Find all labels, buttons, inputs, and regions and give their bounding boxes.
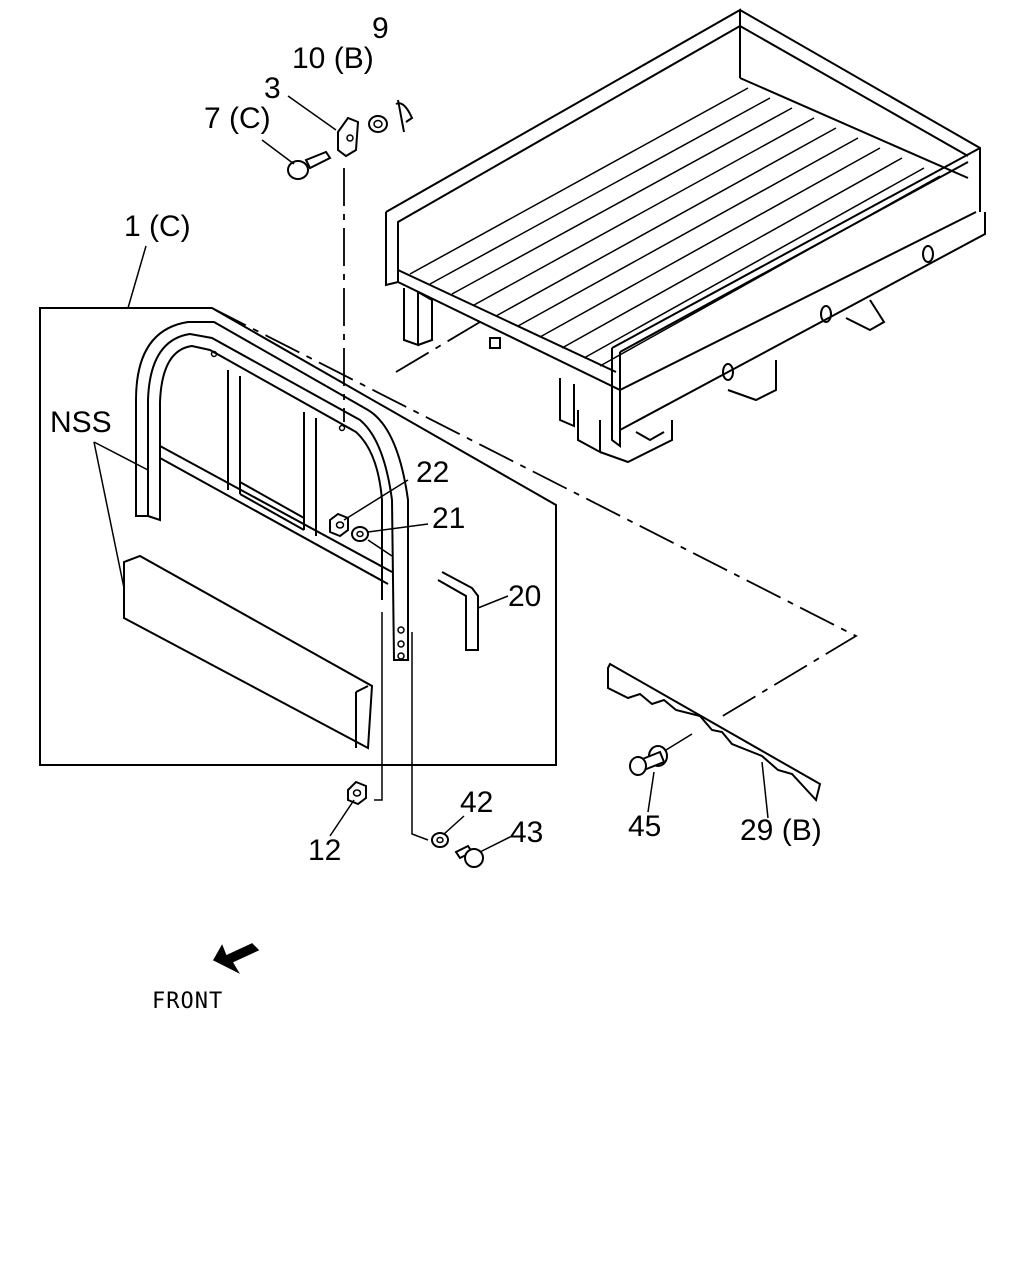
label-part-22: 22: [416, 456, 449, 489]
plate-29b: [607, 662, 822, 803]
front-arrow-icon: [212, 943, 260, 974]
assembly-group-outline: [39, 307, 557, 766]
nut-22: [329, 512, 349, 538]
label-part-9: 9: [372, 12, 389, 45]
label-part-1c: 1 (C): [124, 210, 191, 243]
nut-10b: [368, 115, 388, 133]
label-part-3: 3: [264, 72, 281, 105]
label-front: FRONT: [152, 989, 223, 1014]
nss-panel: [123, 554, 374, 750]
headboard-rack: [135, 321, 409, 661]
truck-bed-illustration: [385, 8, 986, 464]
label-part-7c: 7 (C): [204, 102, 271, 135]
washer-21: [351, 526, 369, 542]
washer-42: [431, 832, 449, 848]
bolt-7c: [287, 150, 332, 180]
label-part-42: 42: [460, 786, 493, 819]
pin-20: [437, 571, 479, 651]
label-part-29b: 29 (B): [740, 814, 822, 847]
cotter-pin-9: [395, 99, 414, 133]
bolt-43: [454, 844, 484, 868]
label-part-20: 20: [508, 580, 541, 613]
label-part-45: 45: [628, 810, 661, 843]
nut-12: [347, 780, 367, 806]
bolt-45: [629, 745, 668, 776]
label-part-43: 43: [510, 816, 543, 849]
bracket-3: [337, 116, 360, 158]
label-part-21: 21: [432, 502, 465, 535]
label-part-12: 12: [308, 834, 341, 867]
label-part-10b: 10 (B): [292, 42, 374, 75]
label-nss: NSS: [50, 406, 112, 439]
